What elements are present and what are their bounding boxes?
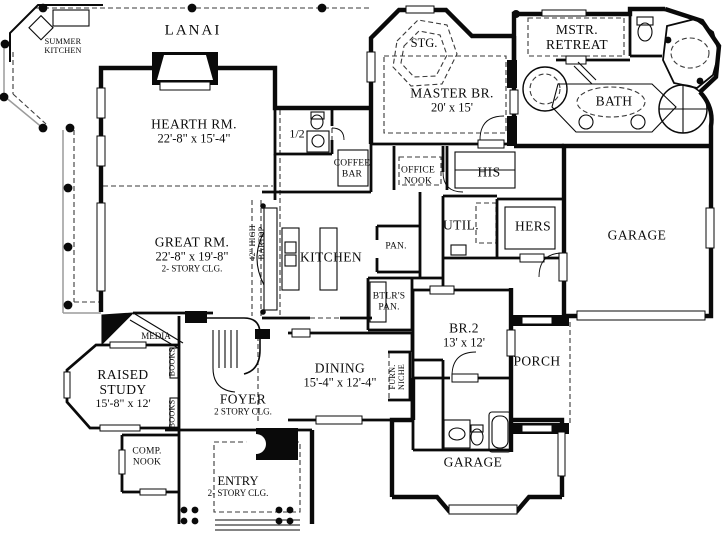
entry-columns <box>180 506 294 525</box>
label-books-upper: BOOKS <box>167 347 177 377</box>
porch-columns <box>0 3 704 525</box>
stairs-icon <box>205 317 261 393</box>
fixtures <box>9 4 720 531</box>
label-furn-niche: FURN. NICHE <box>387 363 406 391</box>
garden-tub-icon <box>662 18 720 89</box>
room-label-great-rm: GREAT RM. 22'-8" x 19'-8" 2- STORY CLG. <box>154 234 230 274</box>
label-books-lower: BOOKS <box>167 399 177 429</box>
sink-icon <box>578 114 594 130</box>
bookshelf-icon <box>169 347 179 429</box>
kitchen-counter-icon <box>256 207 338 311</box>
art-niche-icon <box>522 66 568 112</box>
refrigerator-icon <box>369 281 387 323</box>
room-label-garage-right: GARAGE <box>607 227 667 243</box>
coffee-bar-counter-icon <box>337 149 369 187</box>
room-label-br2: BR.2 13' x 12' <box>442 320 486 350</box>
room-label-raised-study: RAISED STUDY 15'-8" x 12' <box>95 367 151 411</box>
bathtub-icon <box>488 411 512 453</box>
door-swing-arcs <box>331 115 564 377</box>
utility-sink-icon <box>450 244 467 256</box>
room-label-office-nook: OFFICE NOOK <box>401 165 435 186</box>
room-label-dining: DINING 15'-4" x 12'-4" <box>303 360 377 390</box>
room-label-mstr-retreat: MSTR. RETREAT <box>545 21 609 52</box>
closet-shelves-icon <box>454 151 556 250</box>
room-label-stg: STG. <box>410 36 438 50</box>
room-label-bath: BATH <box>595 93 633 109</box>
fireplace-icon <box>152 52 218 91</box>
room-label-kitchen: KITCHEN <box>299 249 363 265</box>
room-label-garage-bottom: GARAGE <box>443 454 503 470</box>
room-label-hers: HERS <box>514 218 552 234</box>
room-label-pantry: PAN. <box>385 241 407 252</box>
summer-kitchen-counter-icon <box>9 4 103 62</box>
room-label-half-bath: 1/2 <box>289 126 305 141</box>
room-label-his: HIS <box>477 164 501 180</box>
toilet-icon <box>637 22 653 42</box>
room-label-butlers-pantry: BTLR'S PAN. <box>372 291 406 312</box>
sink-icon <box>630 114 646 130</box>
media-shelf-icon <box>101 312 184 349</box>
room-label-comp-nook: COMP. NOOK <box>132 446 162 467</box>
label-bartop: 42" HIGH BARTOP <box>247 225 266 261</box>
bathroom2-fixtures <box>443 411 512 453</box>
room-label-hearth-rm: HEARTH RM. 22'-8" x 15'-4" <box>151 116 237 146</box>
label-media: MEDIA <box>141 330 171 341</box>
windows-and-door-gaps <box>63 5 715 515</box>
dashed-lines <box>12 7 710 513</box>
sink-icon <box>311 134 325 148</box>
half-bath-fixtures <box>306 111 330 153</box>
room-label-coffee-bar: COFFEE BAR <box>333 158 371 179</box>
room-label-lanai: LANAI <box>164 22 222 39</box>
porch-outline <box>3 45 101 314</box>
room-label-entry: ENTRY 2- STORY CLG. <box>207 473 269 498</box>
room-label-util: UTIL. <box>442 217 480 233</box>
room-label-master-br: MASTER BR. 20' x 15' <box>410 85 494 115</box>
sink-icon <box>448 427 466 441</box>
toilet-icon <box>470 428 484 446</box>
room-label-foyer: FOYER 2 STORY CLG. <box>214 391 272 417</box>
toilet-icon <box>310 114 324 130</box>
room-label-porch: PORCH <box>513 353 561 369</box>
vanity-icon <box>551 83 677 133</box>
master-bath-fixtures <box>522 16 720 134</box>
room-label-summer-kitchen: SUMMER KITCHEN <box>44 36 82 55</box>
entry-steps <box>215 519 300 531</box>
porch-wall-stubs <box>513 315 569 434</box>
dining-column <box>255 329 270 339</box>
